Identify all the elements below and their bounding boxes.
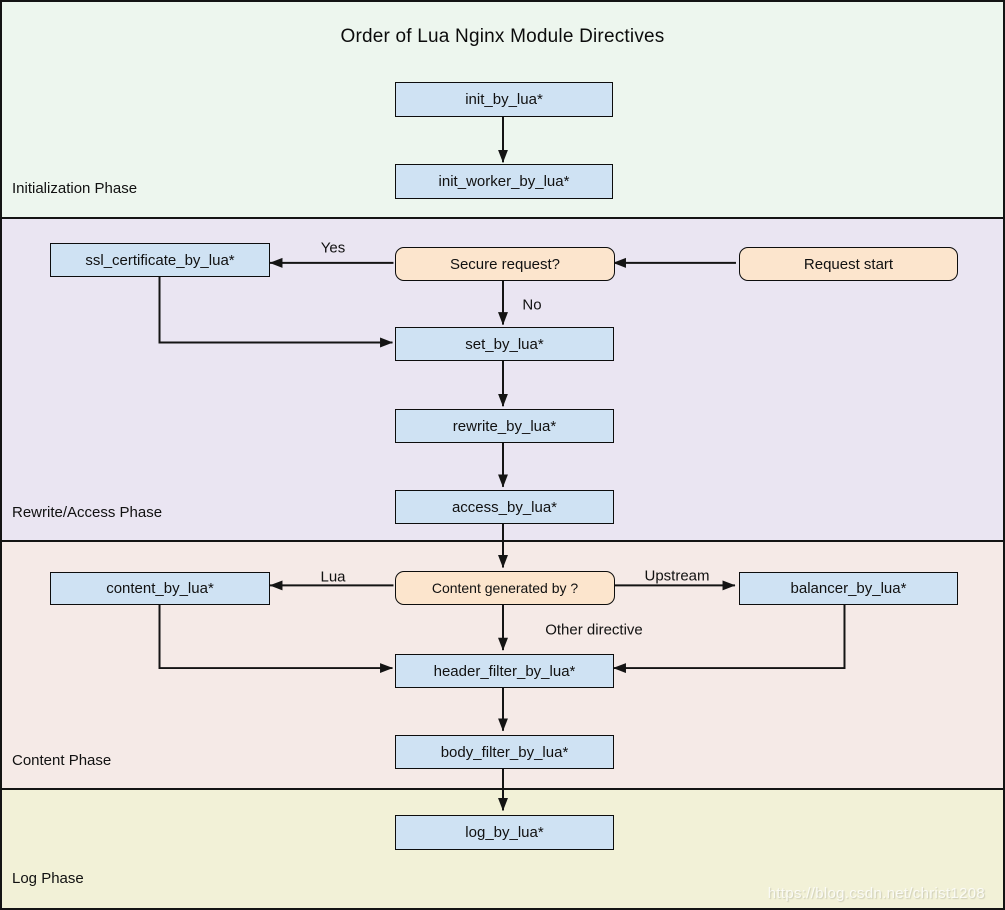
node-content-generated-by-label: Content generated by ? xyxy=(431,580,579,596)
edge-label-upstream: Upstream xyxy=(644,567,710,585)
watermark-url: https://blog.csdn.net/christ1208 xyxy=(767,885,985,902)
node-content-by-lua: content_by_lua* xyxy=(50,572,270,605)
node-body-filter-by-lua-label: body_filter_by_lua* xyxy=(440,743,569,761)
node-secure-request-label: Secure request? xyxy=(449,255,561,273)
node-rewrite-by-lua-label: rewrite_by_lua* xyxy=(452,417,557,435)
node-init-worker-by-lua: init_worker_by_lua* xyxy=(395,164,613,199)
node-init-by-lua: init_by_lua* xyxy=(395,82,613,117)
node-balancer-by-lua-label: balancer_by_lua* xyxy=(790,580,907,597)
node-access-by-lua-label: access_by_lua* xyxy=(451,498,558,516)
node-log-by-lua: log_by_lua* xyxy=(395,815,614,850)
node-balancer-by-lua: balancer_by_lua* xyxy=(739,572,958,605)
phase-label-log: Log Phase xyxy=(12,870,84,887)
edge-label-lua: Lua xyxy=(320,568,346,586)
node-header-filter-by-lua-label: header_filter_by_lua* xyxy=(433,662,576,680)
node-request-start: Request start xyxy=(739,247,958,281)
phase-label-initialization: Initialization Phase xyxy=(12,180,138,197)
edge-balancer-to-header-filter xyxy=(613,602,846,674)
node-ssl-certificate-by-lua: ssl_certificate_by_lua* xyxy=(50,243,270,277)
node-rewrite-by-lua: rewrite_by_lua* xyxy=(395,409,614,443)
edge-content-to-header-filter xyxy=(158,602,393,674)
node-ssl-certificate-by-lua-label: ssl_certificate_by_lua* xyxy=(85,251,235,269)
edge-label-other-directive: Other directive xyxy=(545,621,643,639)
node-set-by-lua-label: set_by_lua* xyxy=(465,335,544,353)
phase-label-content: Content Phase xyxy=(12,752,112,769)
edge-label-yes: Yes xyxy=(320,239,346,257)
node-header-filter-by-lua: header_filter_by_lua* xyxy=(395,654,614,688)
node-body-filter-by-lua: body_filter_by_lua* xyxy=(395,735,614,769)
node-access-by-lua: access_by_lua* xyxy=(395,490,614,524)
edge-ssl-to-set xyxy=(158,275,393,348)
node-init-worker-by-lua-label: init_worker_by_lua* xyxy=(438,173,570,190)
diagram-title: Order of Lua Nginx Module Directives xyxy=(340,26,665,47)
edge-label-no: No xyxy=(522,296,542,314)
node-secure-request: Secure request? xyxy=(395,247,615,281)
node-init-by-lua-label: init_by_lua* xyxy=(465,91,543,108)
node-content-generated-by: Content generated by ? xyxy=(395,571,615,605)
node-content-by-lua-label: content_by_lua* xyxy=(106,580,214,597)
node-request-start-label: Request start xyxy=(803,255,894,273)
node-set-by-lua: set_by_lua* xyxy=(395,327,614,361)
phase-label-rewrite-access: Rewrite/Access Phase xyxy=(12,504,163,521)
node-log-by-lua-label: log_by_lua* xyxy=(465,824,544,841)
